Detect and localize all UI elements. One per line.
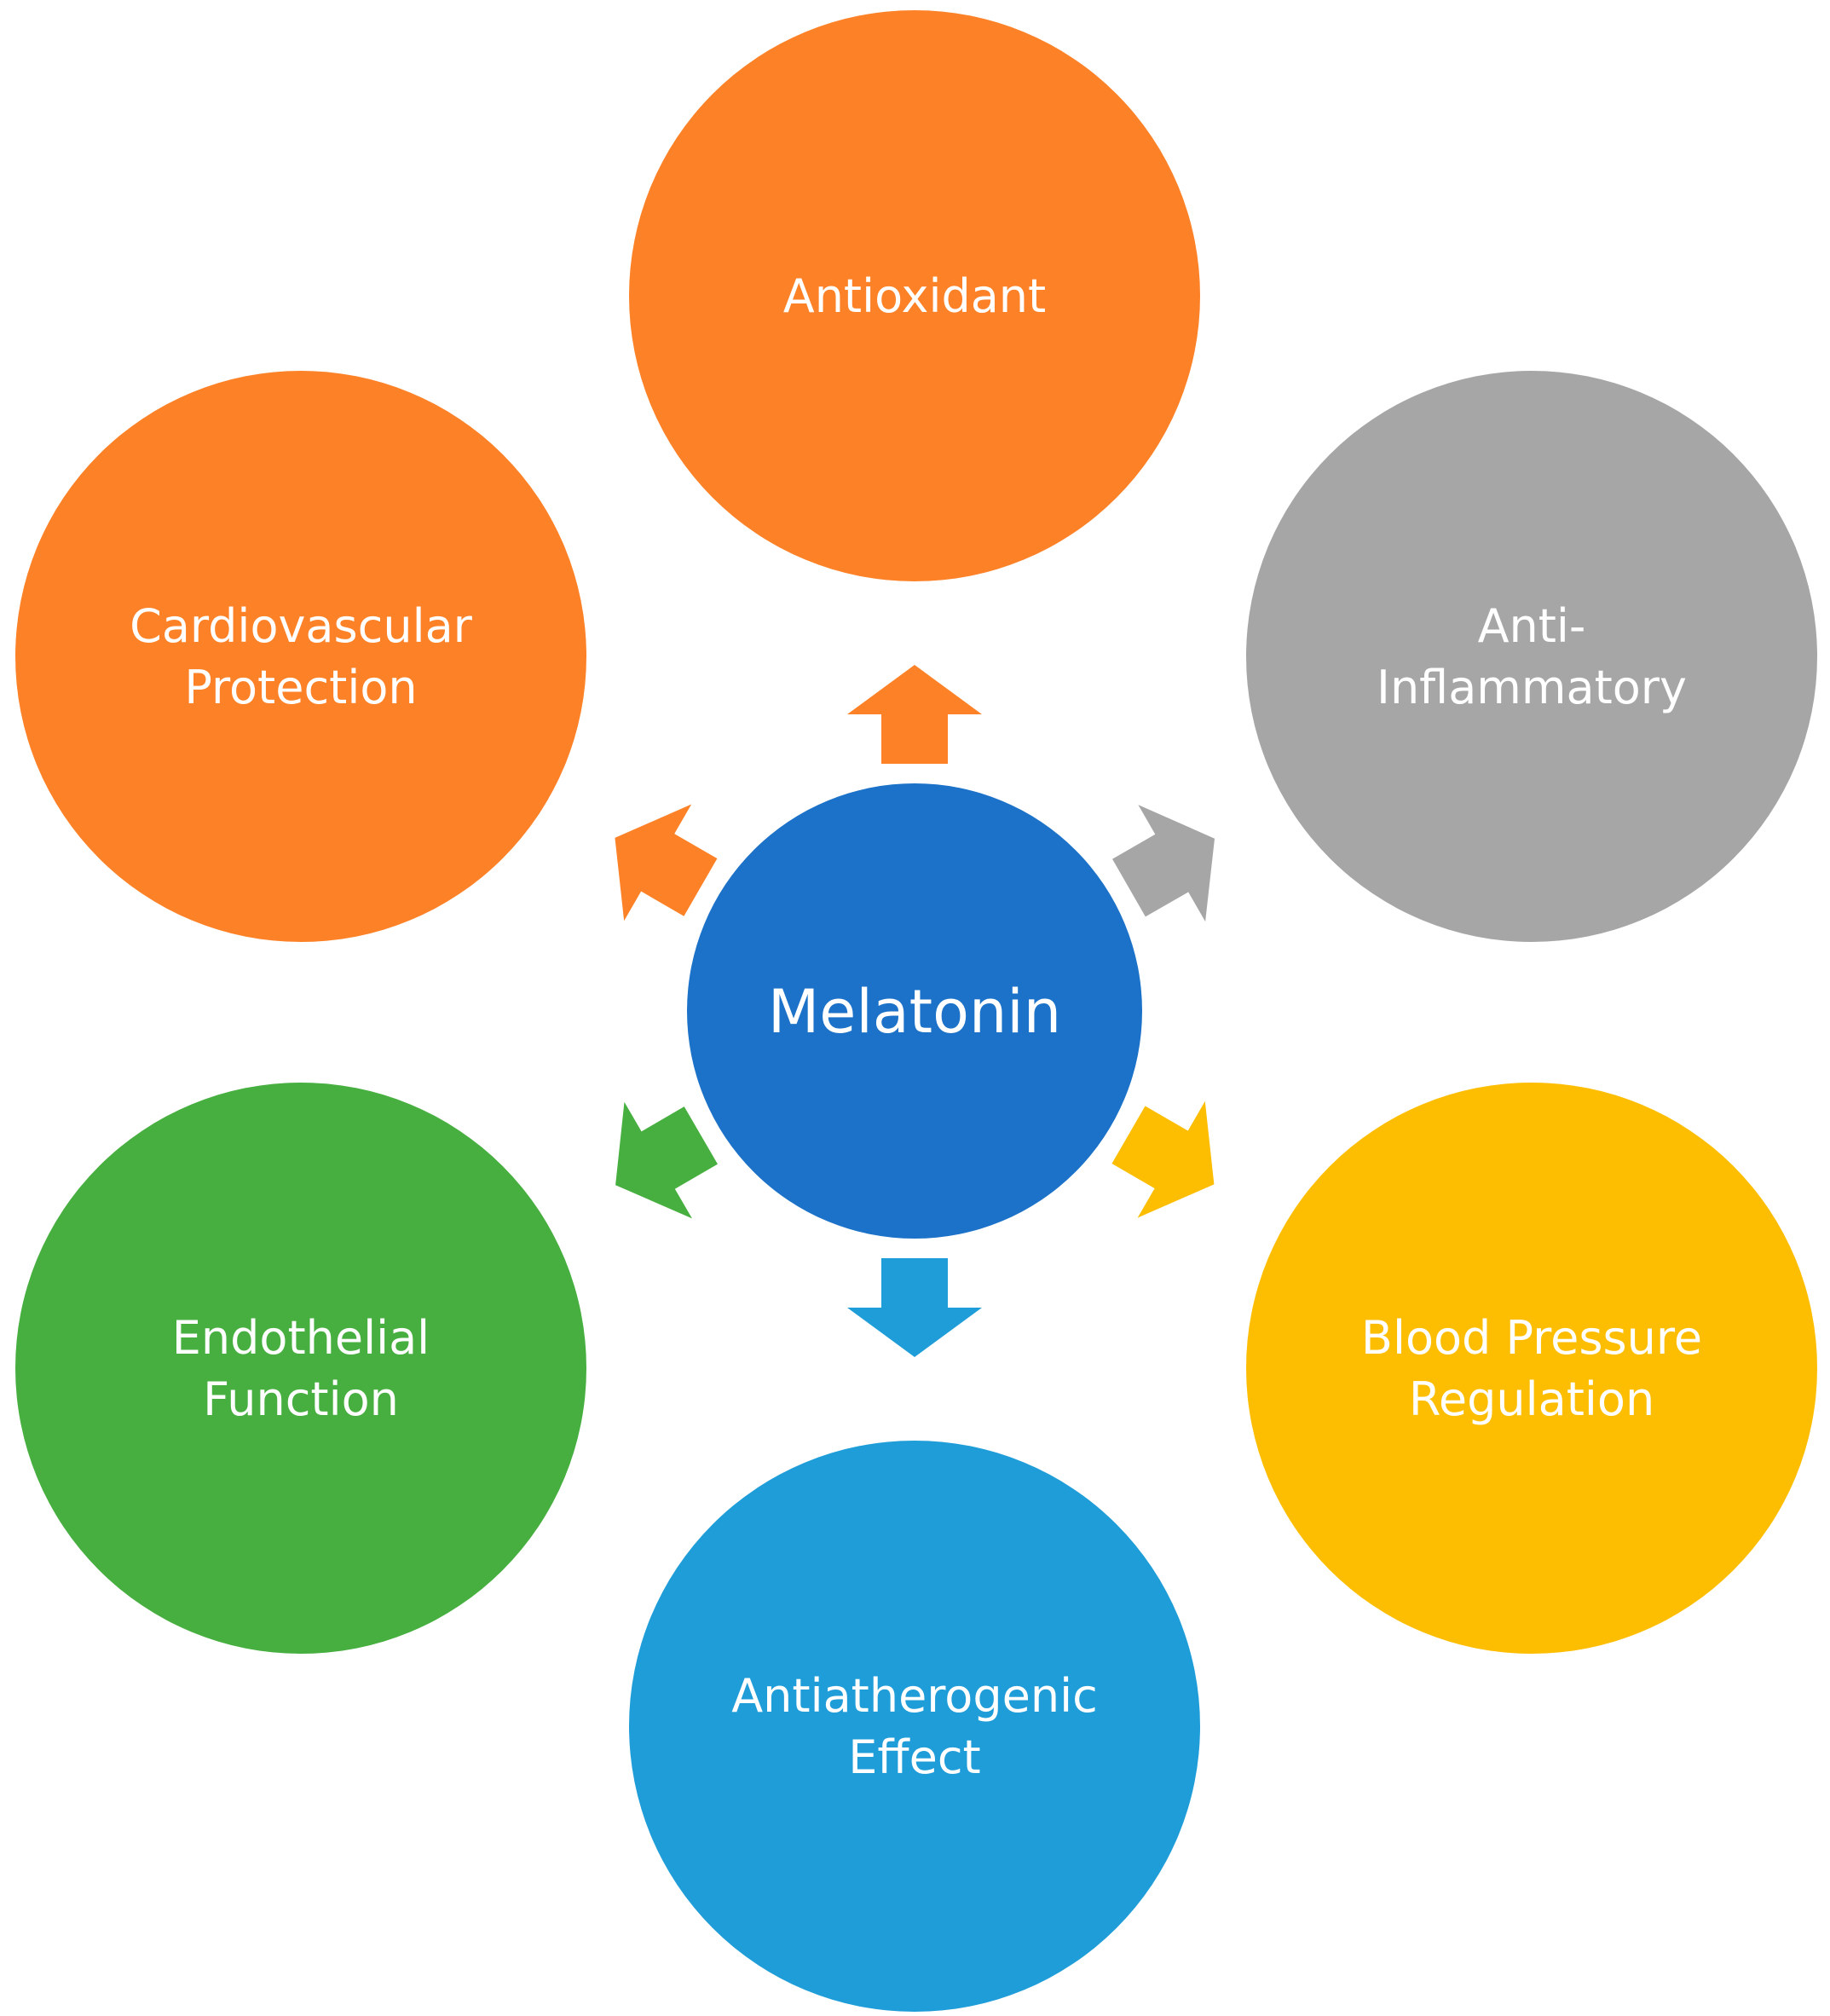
node-label-line: Endothelial [172, 1311, 430, 1365]
node-circle-cardiovascular-protection [15, 371, 586, 942]
node-label-line: Antioxidant [783, 269, 1046, 323]
arrow-to-blood-pressure-regulation [1111, 1100, 1215, 1218]
node-label-line: Antiatherogenic [731, 1669, 1098, 1723]
node-label-line: Blood Pressure [1361, 1311, 1702, 1365]
node-circle-blood-pressure-regulation [1246, 1083, 1817, 1654]
node-antioxidant: Antioxidant [629, 10, 1200, 581]
node-circle-antiatherogenic-effect [629, 1441, 1200, 2012]
arrow-to-antiatherogenic-effect [847, 1258, 982, 1357]
center-node: Melatonin [687, 783, 1142, 1239]
arrow-to-anti-inflammatory [1112, 805, 1215, 922]
node-circle-antioxidant [629, 10, 1200, 581]
node-label-line: Regulation [1409, 1372, 1654, 1426]
node-label-line: Function [203, 1372, 399, 1426]
arrow-to-endothelial-function [615, 1101, 718, 1219]
arrow-to-cardiovascular-protection [615, 804, 718, 921]
node-label-line: Protection [184, 661, 417, 714]
node-label-anti-inflammatory: Anti- Inflammatory [1377, 599, 1687, 714]
node-circle-endothelial-function [15, 1083, 586, 1654]
node-circle-anti-inflammatory [1246, 371, 1817, 942]
center-circle [687, 783, 1142, 1239]
node-label-line: Anti- [1478, 599, 1586, 653]
node-label-line: Cardiovascular [130, 599, 473, 653]
node-label-antioxidant: Antioxidant [783, 269, 1046, 323]
node-anti-inflammatory: Anti- Inflammatory [1246, 371, 1817, 942]
arrows-layer [615, 665, 1215, 1357]
node-label-line: Inflammatory [1377, 661, 1687, 714]
node-label-line: Effect [848, 1730, 980, 1784]
arrow-to-antioxidant [847, 665, 982, 764]
center-label: Melatonin [768, 977, 1061, 1047]
